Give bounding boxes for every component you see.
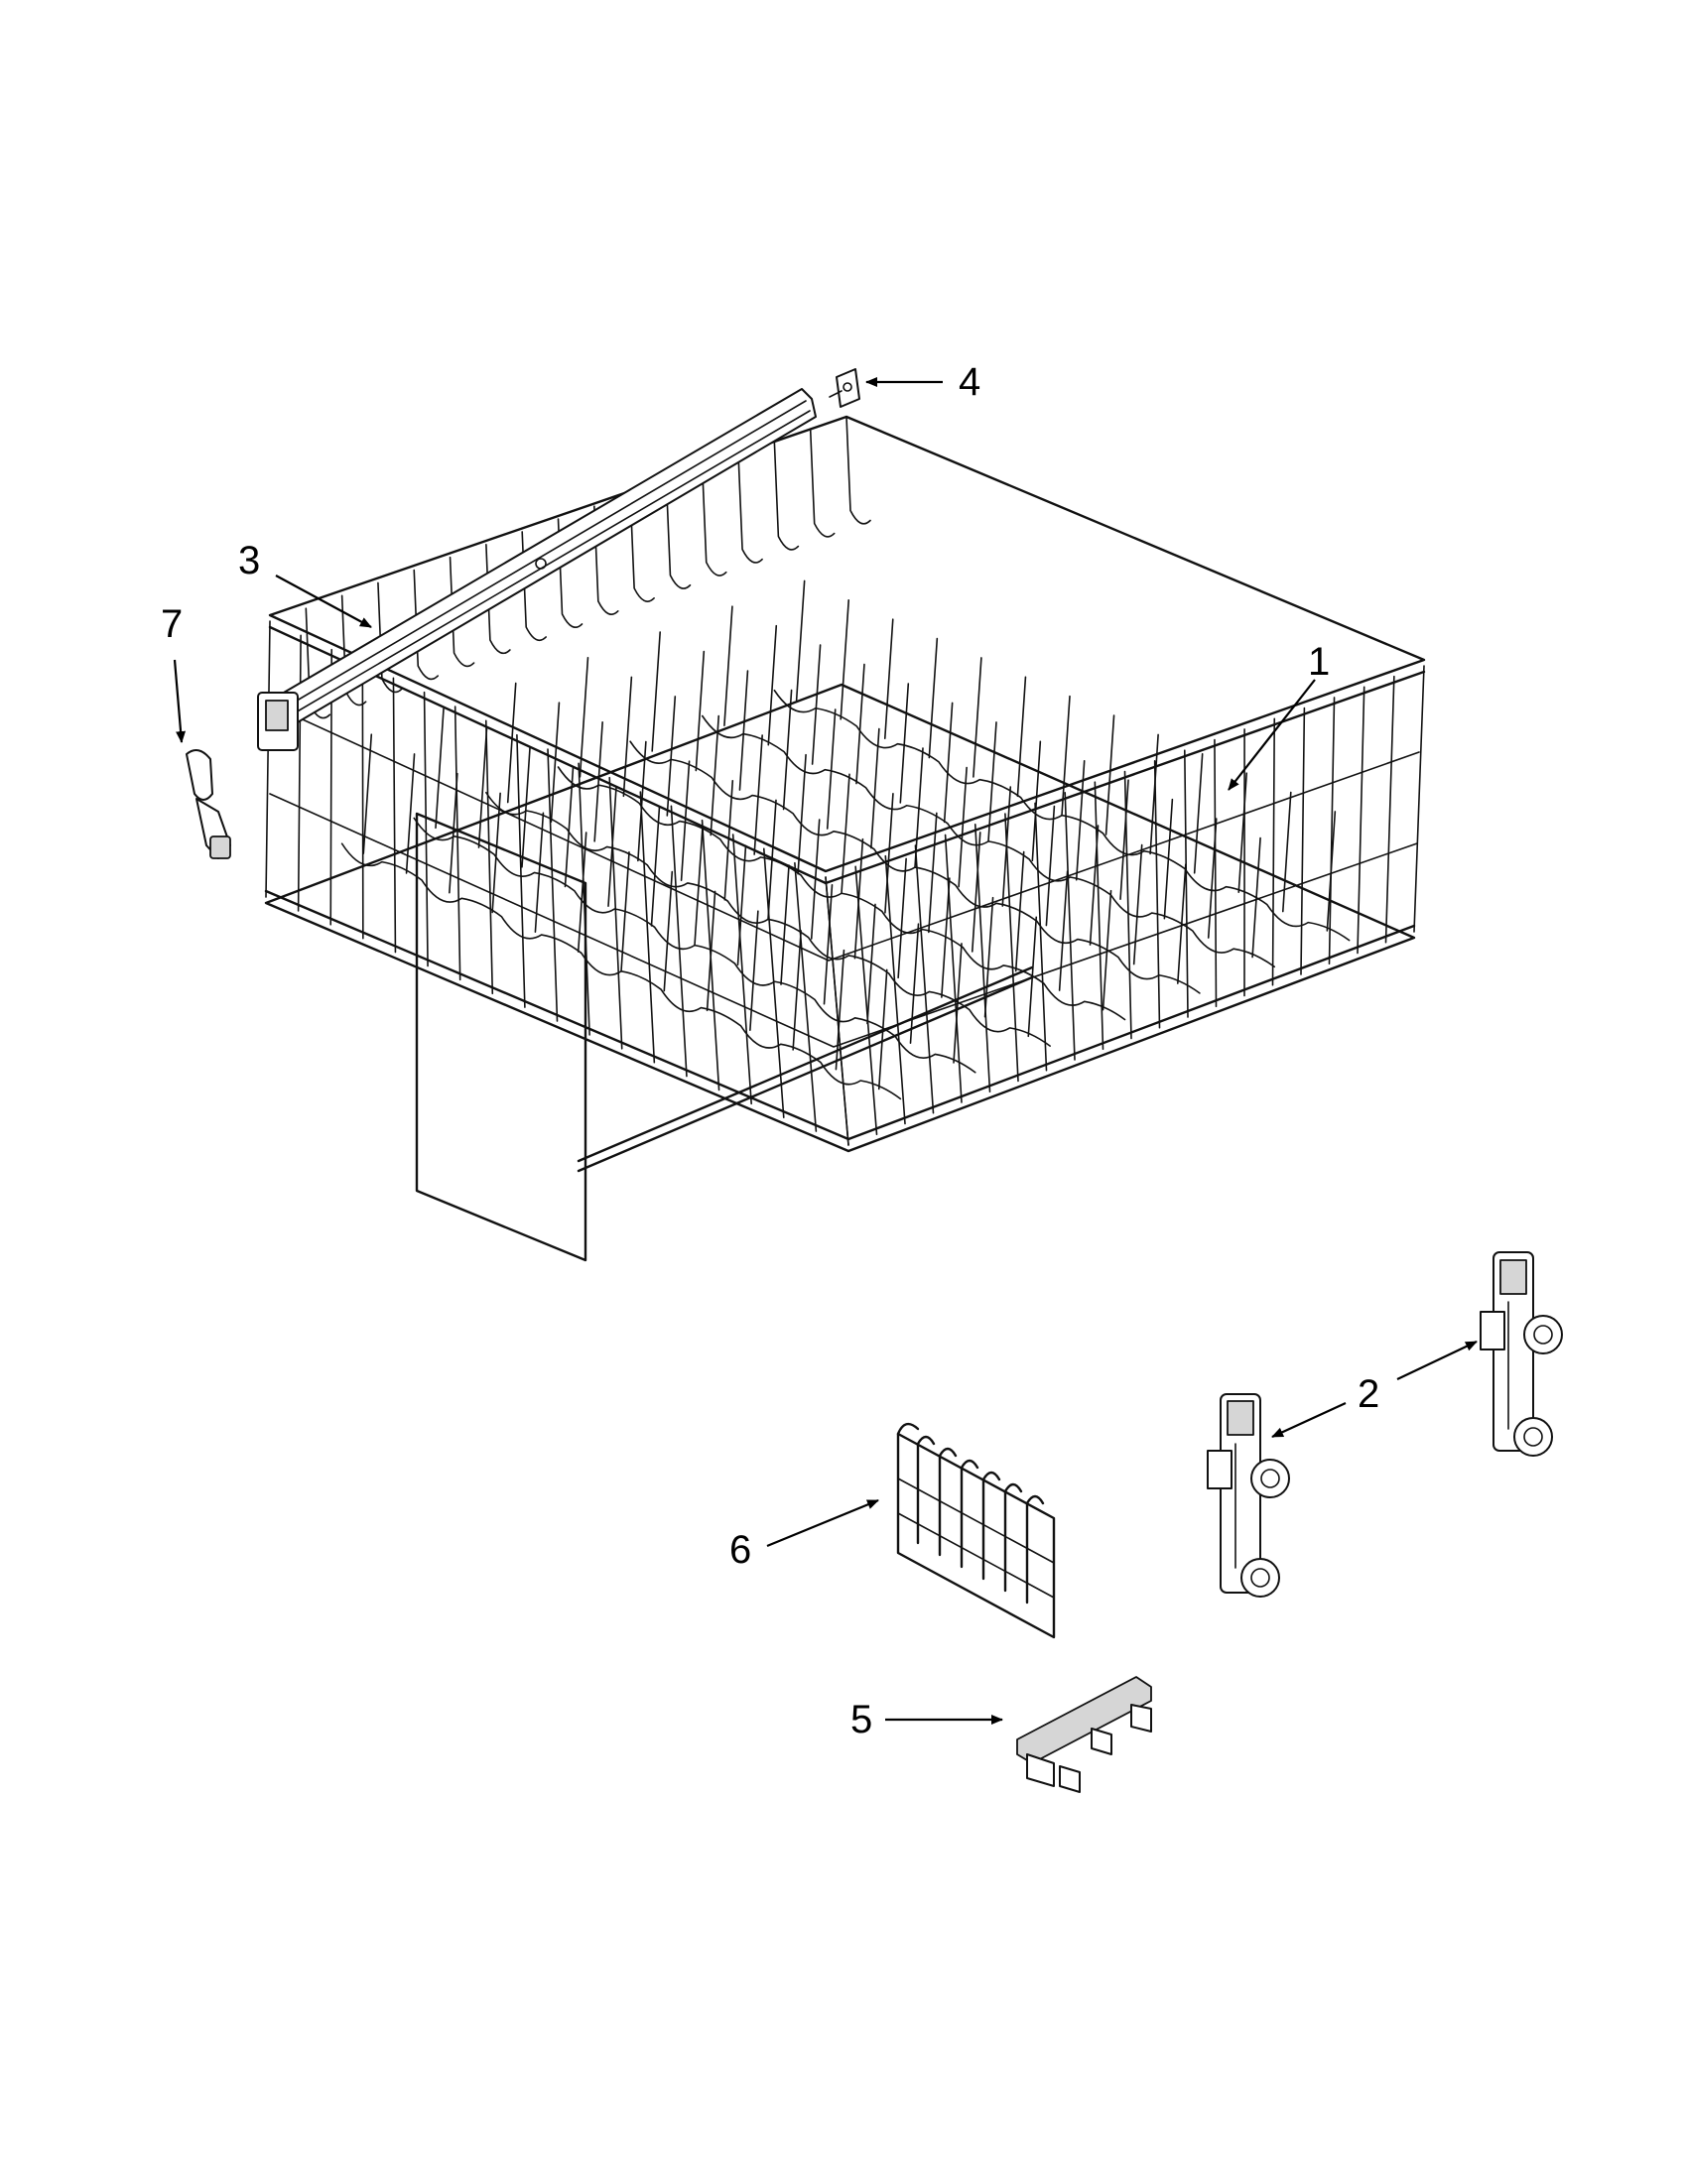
callout-label-7: 7 [161,602,183,646]
callout-2: 2 [1271,1341,1478,1438]
callout-label-6: 6 [729,1528,751,1572]
callout-7: 7 [161,602,187,743]
folding-tine-insert[interactable] [896,1422,1056,1639]
callout-label-1: 1 [1308,640,1330,684]
callout-1: 1 [1228,640,1330,791]
rack-clip[interactable] [1016,1676,1152,1793]
callout-6: 6 [729,1498,879,1572]
dish-rack[interactable] [264,415,1426,1262]
callout-label-5: 5 [850,1698,872,1741]
callout-label-2: 2 [1358,1372,1379,1416]
track-end-cap[interactable] [829,368,860,408]
rack-adjuster-left[interactable] [1207,1393,1290,1598]
callout-label-3: 3 [238,539,260,582]
rack-track[interactable] [257,388,817,751]
callout-label-4: 4 [959,360,980,404]
callout-3: 3 [238,539,372,628]
rack-retainer-clip[interactable] [186,749,231,859]
callout-4: 4 [865,360,980,404]
callout-5: 5 [850,1698,1003,1741]
rack-adjuster-right[interactable] [1480,1251,1563,1457]
